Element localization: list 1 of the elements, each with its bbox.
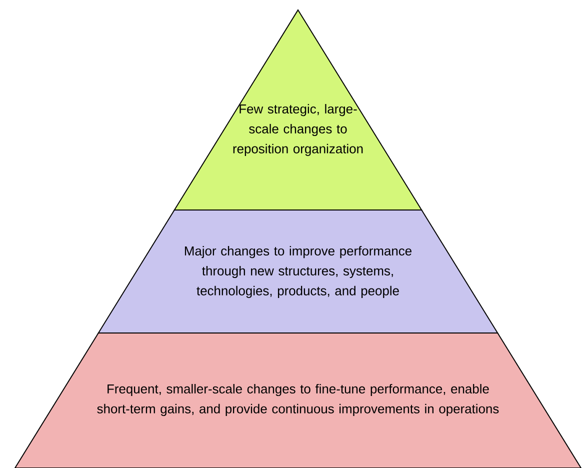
pyramid-tier: Major changes to improve performance through new structures, systems, technologies, products, and people bbox=[98, 209, 498, 334]
